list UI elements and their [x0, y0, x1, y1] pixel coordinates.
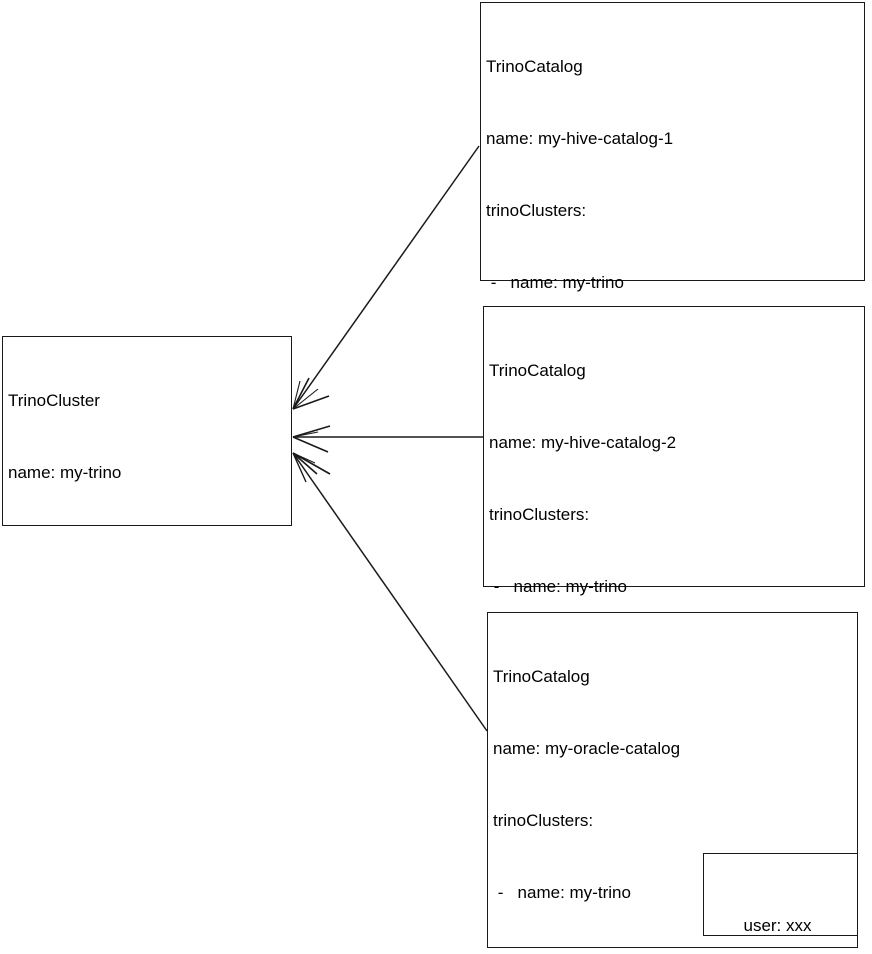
edge-oracle-catalog-to-cluster: [292, 452, 488, 732]
node-line: trinoClusters:: [486, 201, 587, 220]
node-line: - name: my-trino: [493, 883, 631, 902]
node-line: TrinoCatalog: [493, 667, 590, 686]
node-line: trinoClusters:: [489, 505, 590, 524]
node-trino-cluster-text: TrinoCluster name: my-trino: [8, 341, 289, 533]
node-line: name: my-hive-catalog-2: [489, 433, 677, 452]
node-line: TrinoCluster: [8, 391, 100, 410]
node-line: - name: my-trino: [486, 273, 624, 292]
node-line: name: my-oracle-catalog: [493, 739, 681, 758]
node-trino-catalog-hive-2[interactable]: TrinoCatalog name: my-hive-catalog-2 tri…: [483, 306, 865, 884]
node-secret[interactable]: user: xxx password: xxx: [703, 853, 858, 936]
node-line: trinoClusters:: [493, 811, 594, 830]
node-trino-cluster[interactable]: TrinoCluster name: my-trino: [2, 336, 292, 526]
edge-hive-catalog-1-to-cluster: [292, 145, 480, 410]
node-line: user: xxx: [743, 916, 812, 935]
node-line: name: my-hive-catalog-1: [486, 129, 674, 148]
node-trino-catalog-hive-1[interactable]: TrinoCatalog name: my-hive-catalog-1 tri…: [480, 2, 865, 652]
node-line: TrinoCatalog: [486, 57, 583, 76]
node-trino-catalog-oracle-text: TrinoCatalog name: my-oracle-catalog tri…: [493, 617, 855, 954]
edge-hive-catalog-2-to-cluster: [292, 425, 483, 453]
node-line: - name: my-trino: [489, 577, 627, 596]
node-line: TrinoCatalog: [489, 361, 586, 380]
node-secret-text: user: xxx password: xxx: [704, 866, 851, 954]
node-line: name: my-trino: [8, 463, 122, 482]
